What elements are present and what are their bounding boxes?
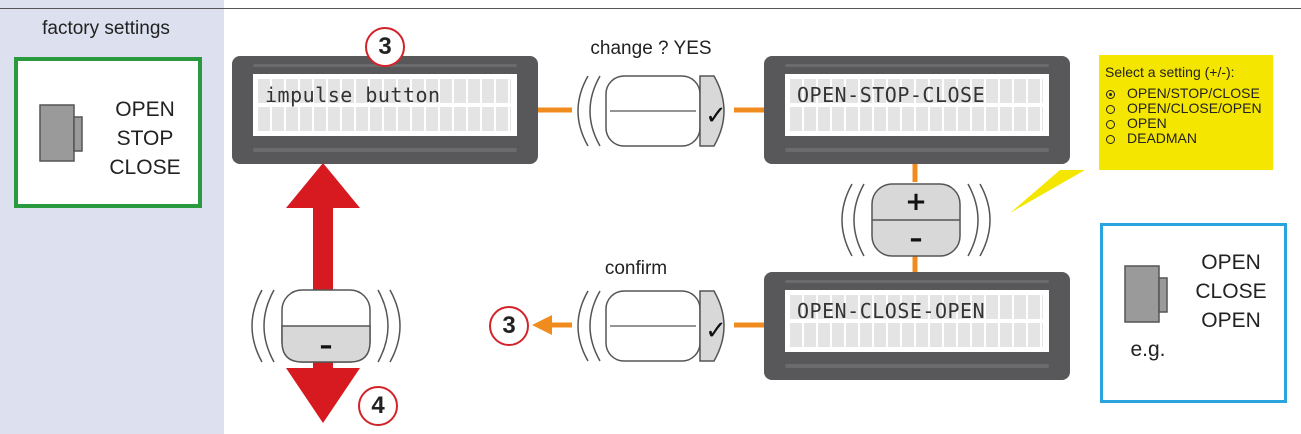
radio-empty-icon	[1106, 120, 1115, 129]
step-badge-3-top: 3	[365, 27, 405, 67]
radio-empty-icon	[1106, 105, 1115, 114]
setting-option-label: OPEN/CLOSE/OPEN	[1127, 100, 1262, 116]
confirm-button-group-top: ✓	[577, 75, 727, 147]
settings-bubble-shape	[1010, 55, 1273, 213]
example-line-3: OPEN	[1201, 309, 1261, 332]
step-badge-3-left: 3	[489, 306, 529, 346]
lcd-line-text: OPEN-STOP-CLOSE	[797, 83, 986, 107]
check-icon: ✓	[705, 101, 727, 131]
setting-option-label: OPEN	[1127, 115, 1167, 131]
setting-option-label: OPEN/STOP/CLOSE	[1127, 85, 1260, 101]
setting-option-label: DEADMAN	[1127, 130, 1198, 146]
bubble-title: Select a setting (+/-):	[1105, 64, 1235, 80]
top-divider	[0, 8, 1301, 9]
setting-option[interactable]: OPEN	[1106, 116, 1167, 130]
example-eg-label: e.g.	[1130, 338, 1166, 361]
check-icon: ✓	[705, 316, 727, 346]
lcd-display-new-setting: OPEN-CLOSE-OPEN	[764, 272, 1070, 380]
factory-line-3: CLOSE	[109, 156, 181, 179]
red-arrow-head-up	[286, 163, 360, 208]
minus-button-group: –	[251, 289, 401, 363]
plus-minus-button-group: + –	[841, 183, 991, 257]
setting-option[interactable]: OPEN/STOP/CLOSE	[1106, 86, 1260, 100]
lcd-line-text: OPEN-CLOSE-OPEN	[797, 299, 986, 323]
check-button[interactable]	[699, 75, 725, 147]
example-line-1: OPEN	[1201, 251, 1261, 274]
example-line-2: CLOSE	[1195, 280, 1267, 303]
change-yes-label: change ? YES	[590, 38, 712, 59]
gate-device-icon	[39, 104, 83, 162]
confirm-button-group-bottom: ✓	[577, 290, 727, 362]
red-arrow-head-down	[286, 368, 360, 423]
radio-empty-icon	[1106, 135, 1115, 144]
orange-arrowhead	[532, 315, 552, 335]
lcd-line-text: impulse button	[265, 83, 441, 107]
factory-settings-box: OPEN STOP CLOSE	[14, 57, 202, 208]
step-badge-4: 4	[358, 386, 398, 426]
confirm-label: confirm	[604, 258, 668, 279]
check-button[interactable]	[699, 290, 725, 362]
gate-device-icon	[1124, 265, 1168, 323]
minus-button-left[interactable]: –	[320, 331, 333, 361]
sidebar-title: factory settings	[42, 18, 170, 39]
lcd-display-impulse: impulse button	[232, 56, 538, 164]
minus-button[interactable]: –	[910, 224, 923, 254]
radio-selected-icon	[1106, 90, 1115, 99]
setting-option[interactable]: DEADMAN	[1106, 131, 1197, 145]
factory-line-2: STOP	[116, 127, 174, 150]
lcd-display-current-setting: OPEN-STOP-CLOSE	[764, 56, 1070, 164]
plus-button[interactable]: +	[905, 187, 927, 217]
setting-option[interactable]: OPEN/CLOSE/OPEN	[1106, 101, 1262, 115]
example-box: OPEN CLOSE OPEN e.g.	[1100, 223, 1287, 403]
factory-line-1: OPEN	[115, 98, 175, 121]
